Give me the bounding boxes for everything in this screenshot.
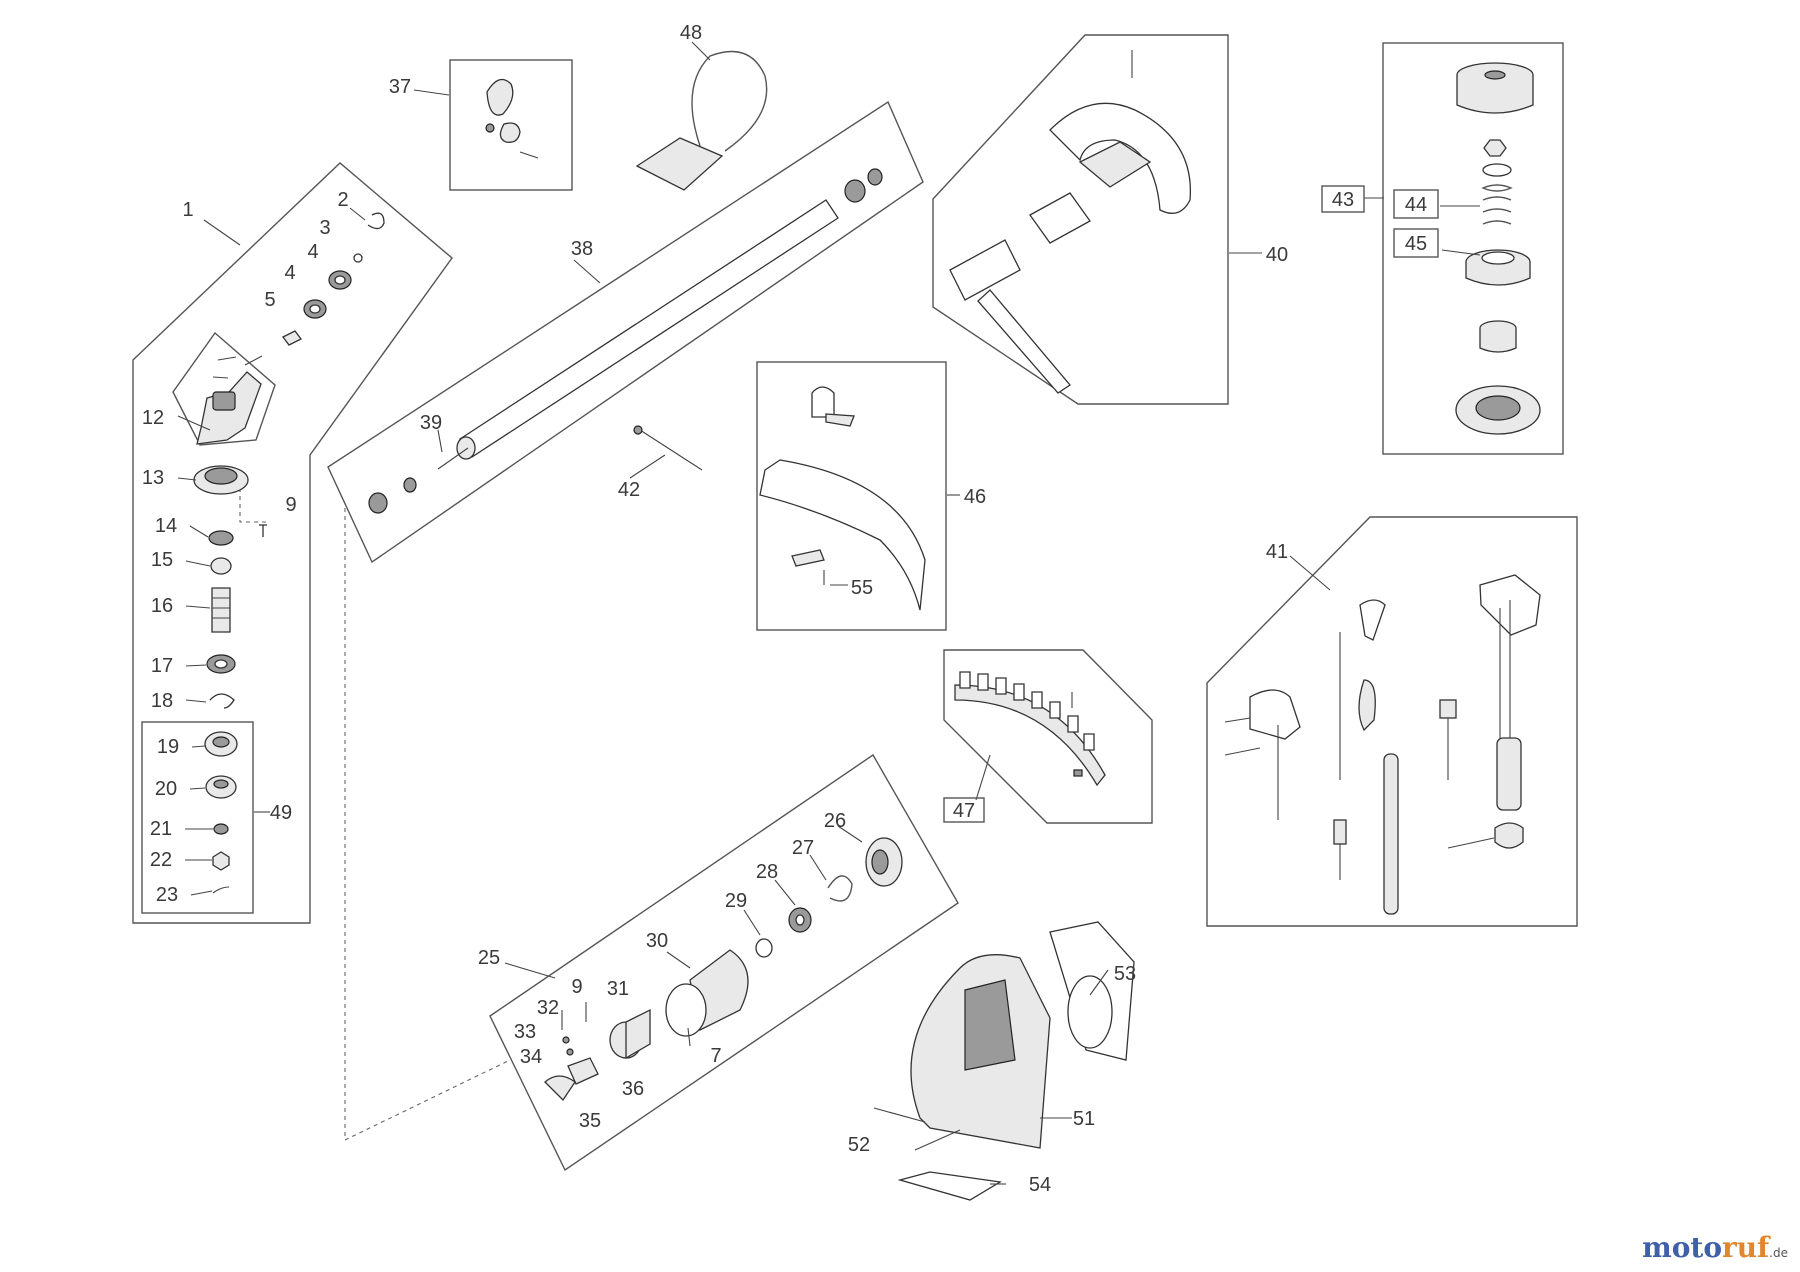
callout-number: 17 xyxy=(151,655,173,677)
callout-number: 40 xyxy=(1266,244,1288,266)
handle-part xyxy=(949,50,1192,394)
callout-number: 22 xyxy=(150,849,172,871)
callout-number: 32 xyxy=(537,997,559,1019)
callout-number: 1 xyxy=(182,199,193,221)
blade-parts xyxy=(954,671,1106,787)
callout-number: 48 xyxy=(680,22,702,44)
gear-head-parts xyxy=(172,212,385,894)
callout-number: 28 xyxy=(756,861,778,883)
callout-number: 5 xyxy=(264,289,275,311)
dashed-connector-9 xyxy=(239,480,270,523)
callout-number: 15 xyxy=(151,549,173,571)
drive-tube-part xyxy=(368,168,883,514)
boxed-callout-number: 43 xyxy=(1332,189,1354,211)
logo-part-2: ruf xyxy=(1722,1231,1770,1264)
callout-number: 4 xyxy=(284,262,295,284)
callout-number: 42 xyxy=(618,479,640,501)
callout-number: 35 xyxy=(579,1110,601,1132)
dashed-connector xyxy=(344,508,511,1141)
callout-number: 19 xyxy=(157,736,179,758)
callout-number: 13 xyxy=(142,467,164,489)
strap-part xyxy=(635,50,768,191)
callout-number: 46 xyxy=(964,486,986,508)
logo-part-1: moto xyxy=(1642,1231,1723,1264)
callout-number: 3 xyxy=(319,217,330,239)
callout-number: 41 xyxy=(1266,541,1288,563)
throttle-parts xyxy=(1224,574,1541,915)
group-outlines xyxy=(132,34,1578,1172)
callout-number: 39 xyxy=(420,412,442,434)
callout-number: 26 xyxy=(824,810,846,832)
callout-boxes xyxy=(943,185,1439,823)
site-logo: motoruf.de xyxy=(1642,1231,1788,1264)
clamp-parts xyxy=(485,78,539,159)
clutch-parts xyxy=(544,837,903,1102)
callout-number: 36 xyxy=(622,1078,644,1100)
callout-number: 25 xyxy=(478,947,500,969)
leader-lines xyxy=(177,41,1481,1185)
callout-number: 23 xyxy=(156,884,178,906)
callout-number: 12 xyxy=(142,407,164,429)
callout-number: 31 xyxy=(607,978,629,1000)
callout-number: 33 xyxy=(514,1021,536,1043)
callout-number: 55 xyxy=(851,577,873,599)
callout-number: 14 xyxy=(155,515,177,537)
callout-number: 18 xyxy=(151,690,173,712)
boxed-callout-number: 47 xyxy=(953,800,975,822)
callout-number: 9 xyxy=(571,976,582,998)
callout-number: 4 xyxy=(307,241,318,263)
callout-number: 54 xyxy=(1029,1174,1051,1196)
boxed-callout-number: 44 xyxy=(1405,194,1427,216)
callout-number: 37 xyxy=(389,76,411,98)
callout-number: 29 xyxy=(725,890,747,912)
trimmer-head-parts xyxy=(1455,62,1541,435)
callout-number: 9 xyxy=(285,494,296,516)
logo-suffix: .de xyxy=(1769,1246,1788,1260)
callout-number: 2 xyxy=(337,189,348,211)
callout-number: 27 xyxy=(792,837,814,859)
callout-number: 20 xyxy=(155,778,177,800)
callout-number: 49 xyxy=(270,802,292,824)
callout-number: 30 xyxy=(646,930,668,952)
motor-cover-parts xyxy=(873,921,1135,1201)
guard-parts xyxy=(759,386,926,611)
callout-number: 51 xyxy=(1073,1108,1095,1130)
cable-tie-part xyxy=(639,429,703,471)
boxed-callout-number: 45 xyxy=(1405,233,1427,255)
callout-number: 52 xyxy=(848,1134,870,1156)
callout-number: 34 xyxy=(520,1046,542,1068)
callout-number: 53 xyxy=(1114,963,1136,985)
callout-number: 21 xyxy=(150,818,172,840)
callout-number: 16 xyxy=(151,595,173,617)
callout-number: 7 xyxy=(710,1045,721,1067)
callout-number: 38 xyxy=(571,238,593,260)
